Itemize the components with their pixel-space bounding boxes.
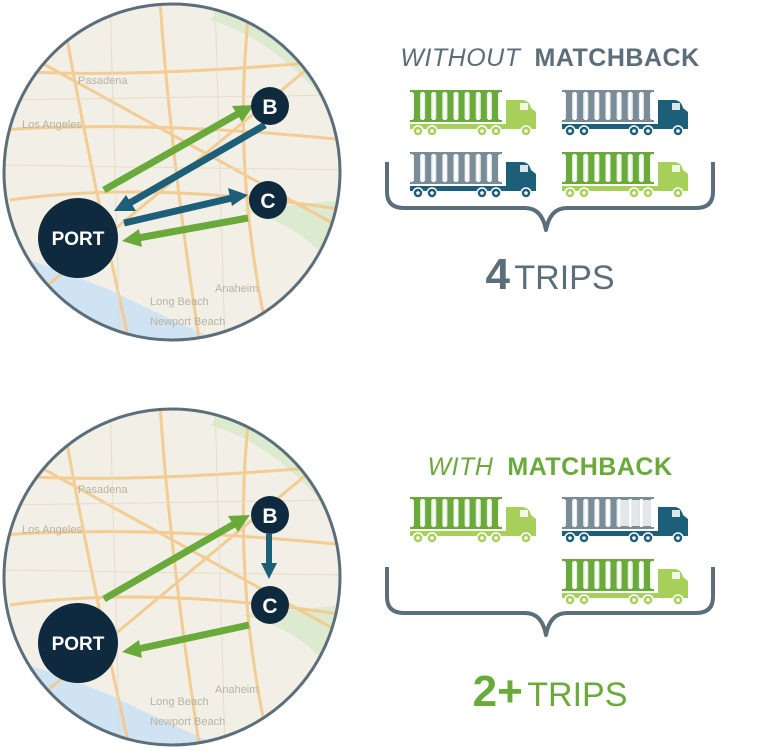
node-label: C [262, 595, 277, 618]
bracket-icon [385, 567, 715, 637]
arrowhead-icon [114, 195, 136, 211]
truck-icon [410, 497, 536, 544]
node-c: C [251, 586, 289, 624]
map-label: Newport Beach [150, 316, 225, 328]
truck-icon [410, 152, 536, 199]
node-label: PORT [52, 634, 105, 655]
arrowhead-icon [122, 640, 142, 658]
trip-label: TRIPS [527, 676, 628, 714]
arrowhead-icon [122, 229, 142, 247]
arrowhead-icon [228, 515, 250, 532]
trip-count: 2+ [472, 667, 523, 716]
node-c: C [249, 181, 287, 219]
map-background: Pasadena Los Angeles Long Beach Anaheim … [4, 4, 340, 340]
map-label: Los Angeles [22, 119, 82, 131]
truck-icon [562, 497, 688, 544]
headline: WITH MATCHBACK [385, 453, 715, 482]
route-map: Pasadena Los Angeles Long Beach Anaheim … [2, 407, 342, 747]
truck-icon [410, 90, 536, 137]
arrowhead-icon [232, 105, 254, 122]
map-label: Anaheim [215, 684, 258, 696]
map-label: Long Beach [150, 696, 209, 708]
route-port-to-b [102, 105, 254, 194]
route-b-to-c [261, 534, 277, 579]
node-label: PORT [52, 229, 105, 250]
trip-count-label: 2+ TRIPS [385, 667, 715, 717]
truck-icon [562, 152, 688, 199]
route-c-to-port [122, 621, 250, 658]
map-frame [2, 407, 342, 747]
map-label: Long Beach [150, 296, 209, 308]
arrowhead-icon [228, 188, 248, 206]
headline-keyword: MATCHBACK [534, 44, 700, 72]
node-label: C [260, 190, 275, 213]
arrowhead-icon [261, 563, 277, 579]
route-map: Pasadena Los Angeles Long Beach Anaheim … [2, 2, 342, 342]
scene-with-matchback: Pasadena Los Angeles Long Beach Anaheim … [0, 405, 768, 753]
route-c-to-port [122, 214, 249, 247]
node-b: B [251, 87, 289, 125]
headline: WITHOUT MATCHBACK [385, 44, 715, 73]
map-background: Pasadena Los Angeles Long Beach Anaheim … [4, 409, 340, 745]
node-port: PORT [38, 198, 118, 278]
node-b: B [251, 496, 289, 534]
headline-keyword: MATCHBACK [507, 453, 673, 481]
route-port-to-c [123, 188, 248, 227]
map-label: Newport Beach [150, 716, 225, 728]
trip-count-label: 4 TRIPS [385, 250, 715, 300]
headline-qualifier: WITHOUT [400, 44, 521, 72]
trip-count: 4 [485, 250, 510, 299]
route-port-to-b [102, 515, 250, 603]
map-label: Los Angeles [22, 524, 82, 536]
node-port: PORT [38, 603, 118, 683]
node-label: B [262, 505, 277, 528]
truck-icon [562, 559, 688, 606]
headline-qualifier: WITH [427, 453, 494, 481]
truck-icon [562, 90, 688, 137]
bracket-icon [385, 162, 715, 232]
truck-grid [410, 90, 688, 199]
map-frame [2, 2, 342, 342]
trip-label: TRIPS [514, 259, 615, 297]
map-label: Anaheim [215, 283, 258, 295]
map-label: Pasadena [78, 484, 128, 496]
map-label: Pasadena [78, 75, 128, 87]
scene-without-matchback: Pasadena Los Angeles Long Beach Anaheim … [0, 0, 768, 360]
route-b-to-port [114, 121, 267, 211]
truck-grid [410, 497, 688, 606]
node-label: B [262, 96, 277, 119]
